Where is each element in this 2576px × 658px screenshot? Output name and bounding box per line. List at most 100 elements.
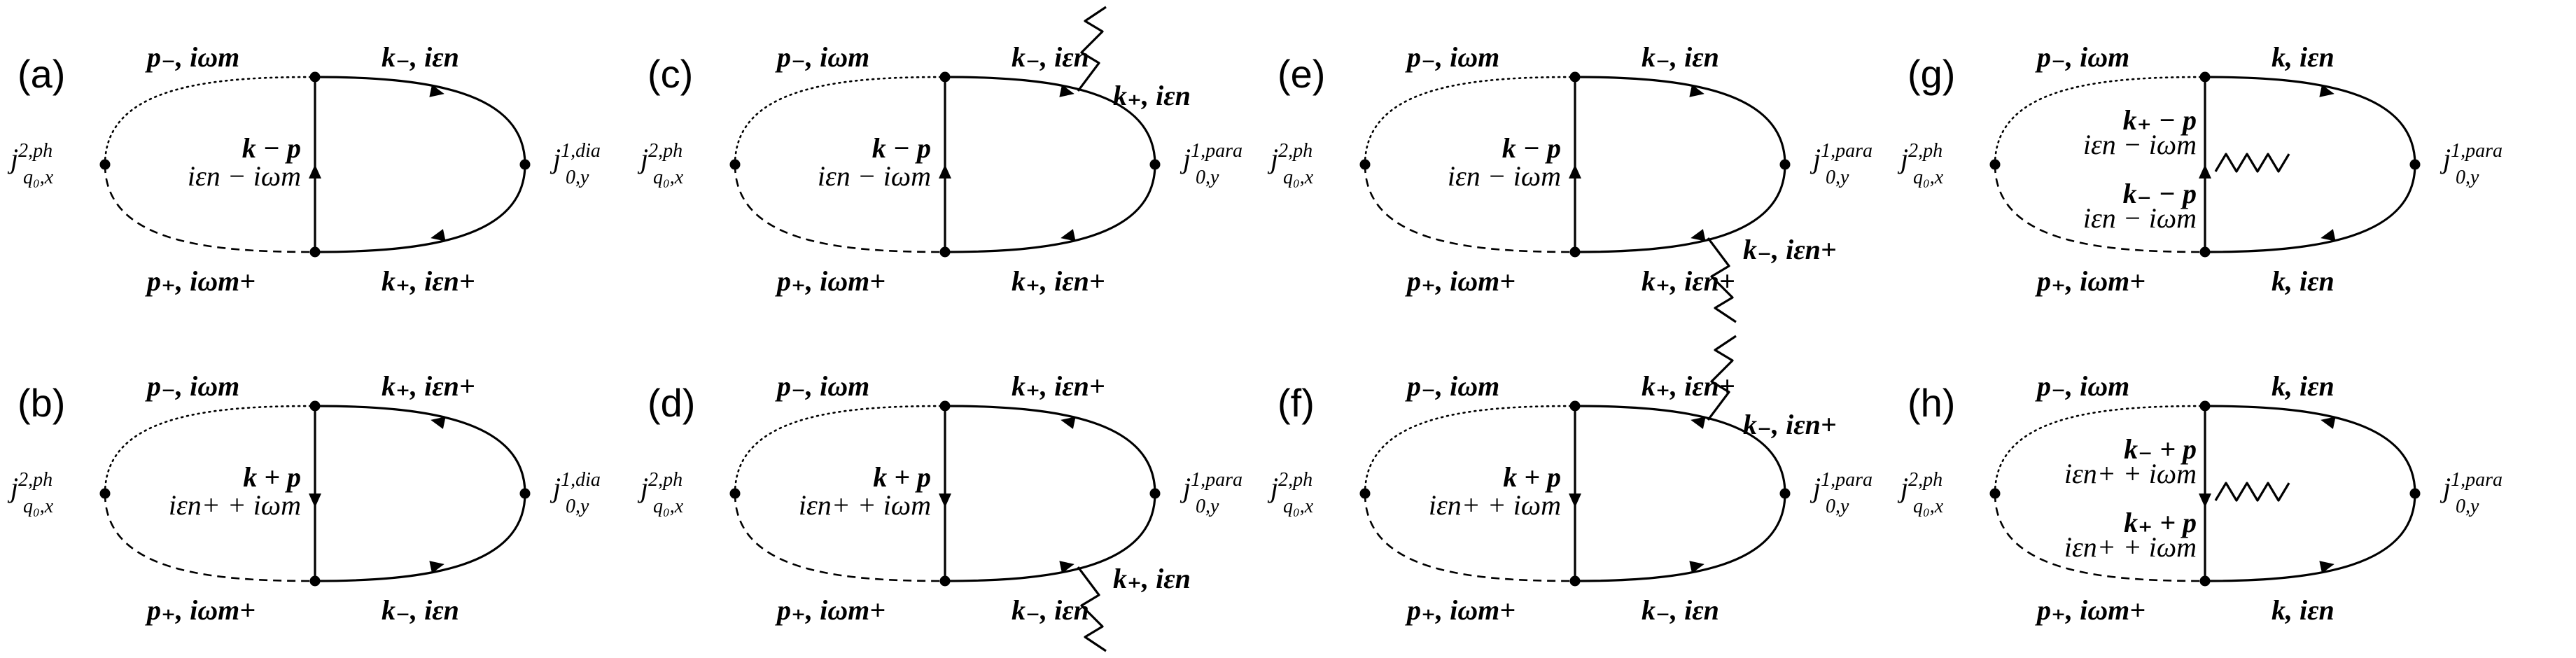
right-current-label-sub: 0,y (566, 496, 589, 517)
dashed-propagator (734, 493, 946, 582)
vertex-dot (309, 246, 321, 258)
bottom-arrow (1059, 561, 1074, 573)
right-current-label-text: j1,para (1180, 140, 1242, 174)
right-current-label-sub: 0,y (1826, 496, 1849, 517)
bottom-left-momentum: p₊, iωm+ (2035, 594, 2146, 626)
panel-label: (b) (18, 381, 65, 425)
bottom-right-momentum: k₊, iεn+ (382, 265, 475, 297)
vertical-arrow (2199, 493, 2211, 507)
left-current-label-text: j2,ph (1267, 469, 1312, 503)
top-right-momentum-2: k₊, iεn (1113, 80, 1191, 111)
photon-wavy-line (1077, 6, 1107, 92)
bottom-right-momentum: k₋, iεn (1011, 594, 1089, 626)
left-current-label-sub: q₀,x (23, 496, 54, 517)
bottom-left-momentum: p₊, iωm+ (145, 594, 255, 626)
left-current-label-text: j2,ph (1897, 469, 1942, 503)
panel-label: (c) (648, 52, 693, 96)
top-left-momentum: p₋, iωm (2035, 41, 2129, 73)
top-arrow (1689, 85, 1704, 97)
electron-propagator-top (1574, 405, 1786, 494)
bottom-right-momentum: k₋, iεn (382, 594, 459, 626)
center-frequency: iεn+ + iωm (169, 489, 301, 521)
bottom-left-momentum: p₊, iωm+ (775, 594, 886, 626)
electron-propagator-bottom (2204, 164, 2416, 253)
vertical-arrow (939, 164, 951, 178)
bottom-right-momentum: k₋, iεn (1642, 594, 1719, 626)
photon-wavy-line (2214, 153, 2290, 173)
vertex-dot (1359, 159, 1371, 170)
right-current-label-text: j1,para (1809, 140, 1872, 174)
vertex-dot (1779, 488, 1791, 499)
left-current-label-sub: q₀,x (23, 167, 54, 188)
vertex-dot (2199, 575, 2211, 587)
top-arrow (1060, 416, 1076, 429)
center-momentum: k + p (1503, 461, 1561, 493)
vertex-dot (519, 488, 531, 499)
dotted-propagator (1994, 405, 2206, 495)
center-momentum-2: k₊ + p (2124, 507, 2197, 538)
dotted-propagator (734, 405, 946, 495)
panel-label: (h) (1907, 381, 1955, 425)
electron-propagator-bottom (314, 164, 526, 253)
vertex-dot (519, 159, 531, 170)
electron-propagator-bottom (944, 493, 1156, 582)
vertex-dot (1569, 71, 1581, 83)
vertex-dot (2199, 400, 2211, 412)
dotted-propagator (1364, 76, 1576, 166)
right-current-label-sub: 0,y (566, 167, 589, 188)
bottom-arrow (430, 229, 446, 241)
top-right-momentum: k₊, iεn+ (1011, 370, 1105, 402)
right-current-label-text: j1,dia (550, 140, 601, 174)
panel-label: (e) (1278, 52, 1325, 96)
bottom-right-momentum: k, iεn (2272, 594, 2334, 626)
top-arrow (1690, 416, 1706, 429)
top-right-momentum: k₋, iεn (382, 41, 459, 73)
center-frequency-2: iεn − iωm (2083, 202, 2197, 234)
panel-label: (d) (648, 381, 695, 425)
top-left-momentum: p₋, iωm (775, 41, 869, 73)
panel-label: (f) (1278, 381, 1315, 425)
vertex-dot (1569, 575, 1581, 587)
electron-propagator-bottom (314, 493, 526, 582)
vertex-dot (99, 488, 111, 499)
vertex-dot (729, 488, 741, 499)
center-frequency: iεn − iωm (818, 160, 931, 192)
vertex-dot (2199, 71, 2211, 83)
vertical-arrow (939, 493, 951, 507)
vertex-dot (1569, 400, 1581, 412)
top-arrow (2320, 416, 2336, 429)
vertex-dot (1989, 488, 2001, 499)
center-frequency: iεn − iωm (1448, 160, 1561, 192)
vertex-dot (1569, 246, 1581, 258)
vertical-arrow (309, 493, 321, 507)
electron-propagator-top (314, 76, 526, 165)
right-current-label-text: j1,para (2440, 140, 2502, 174)
electron-propagator-bottom (944, 164, 1156, 253)
vertical-arrow (1569, 493, 1581, 507)
bottom-left-momentum: p₊, iωm+ (1405, 594, 1516, 626)
center-frequency: iεn+ + iωm (1429, 489, 1561, 521)
top-right-momentum: k₊, iεn+ (1642, 370, 1735, 402)
top-left-momentum: p₋, iωm (1405, 370, 1499, 402)
left-current-label-sub: q₀,x (653, 167, 684, 188)
right-current-label-sub: 0,y (1196, 496, 1219, 517)
left-current-label-sub: q₀,x (1913, 167, 1944, 188)
top-arrow (2319, 85, 2334, 97)
top-right-momentum: k, iεn (2272, 370, 2334, 402)
right-current-label-sub: 0,y (1196, 167, 1219, 188)
left-current-label-sub: q₀,x (653, 496, 684, 517)
top-right-momentum: k₋, iεn (1011, 41, 1089, 73)
bottom-right-momentum: k₊, iεn+ (1642, 265, 1735, 297)
vertex-dot (939, 71, 951, 83)
top-arrow (1059, 85, 1074, 97)
